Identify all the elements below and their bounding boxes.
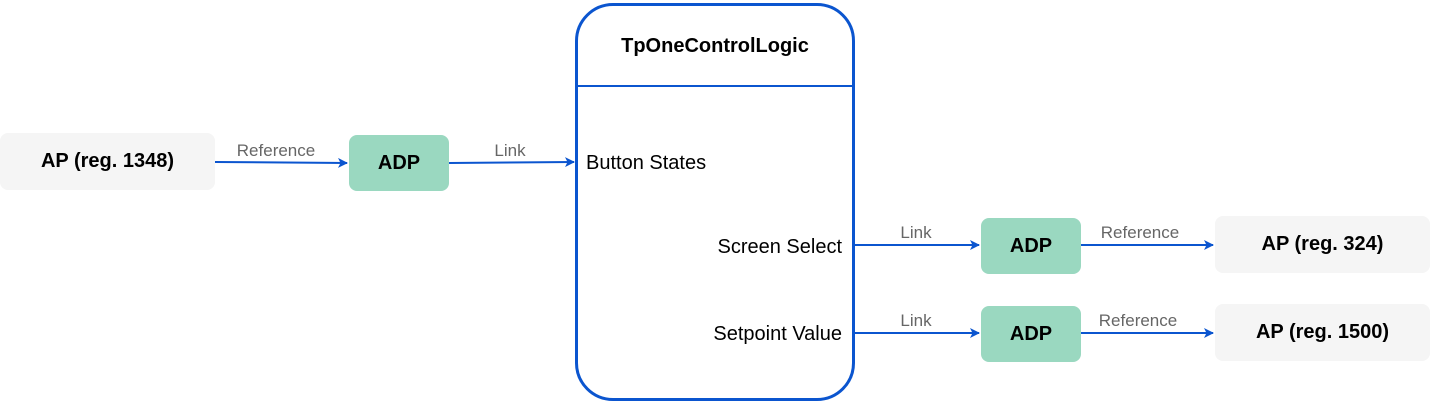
ap-node-1500[interactable]: AP (reg. 1500)	[1215, 304, 1430, 361]
adp-node-screen[interactable]: ADP	[981, 218, 1081, 274]
port-setpoint-value[interactable]: Setpoint Value	[713, 323, 842, 345]
container-divider	[578, 85, 852, 87]
edge-ap1348-to-adp[interactable]	[214, 157, 348, 168]
adp-node-setpoint[interactable]: ADP	[981, 306, 1081, 362]
edge-label-link-2: Link	[900, 223, 932, 242]
ap-node-1348[interactable]: AP (reg. 1348)	[0, 133, 215, 190]
edge-adp-to-button-states[interactable]	[448, 157, 575, 168]
edge-label-link-1: Link	[494, 141, 526, 160]
port-button-states[interactable]: Button States	[586, 152, 707, 174]
edge-label-reference-1: Reference	[236, 141, 316, 160]
ap-node-324[interactable]: AP (reg. 324)	[1215, 216, 1430, 273]
adp-node-input[interactable]: ADP	[349, 135, 449, 191]
port-screen-select[interactable]: Screen Select	[717, 236, 842, 258]
edge-label-reference-3: Reference	[1098, 311, 1178, 330]
edge-label-reference-2: Reference	[1100, 223, 1180, 242]
control-logic-container[interactable]: TpOneControlLogic Button States Screen S…	[575, 3, 855, 401]
container-title: TpOneControlLogic	[621, 34, 809, 57]
edge-label-link-3: Link	[900, 311, 932, 330]
